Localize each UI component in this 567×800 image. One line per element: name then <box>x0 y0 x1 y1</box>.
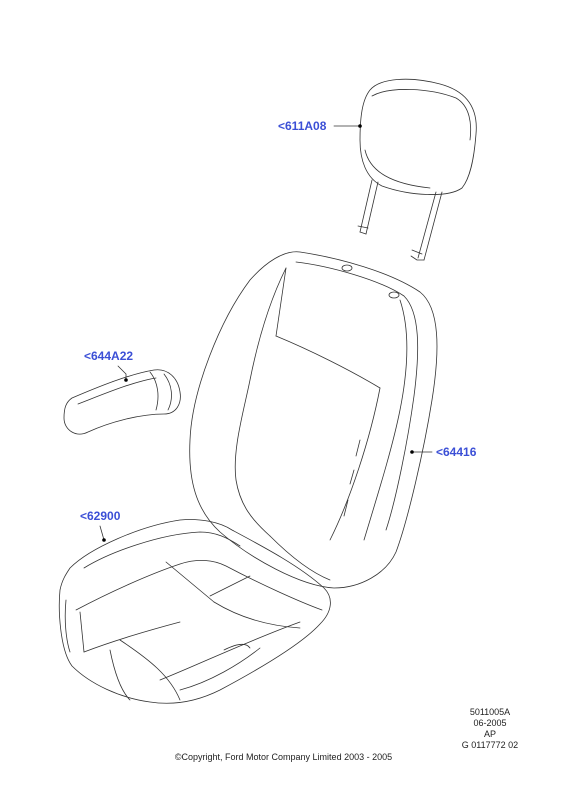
headrest-drawing <box>357 78 477 261</box>
leader-lines <box>99 125 433 541</box>
armrest-part-link[interactable]: <644A22 <box>84 349 134 363</box>
illustration-date: 06-2005 <box>473 718 507 728</box>
illustration-metadata: 5011005A 06-2005 AP G 0117772 02 <box>430 707 550 751</box>
headrest-part-link[interactable]: <611A08 <box>278 119 327 133</box>
illustration-ap: AP <box>483 729 496 739</box>
copyright-notice: ©Copyright, Ford Motor Company Limited 2… <box>174 752 393 762</box>
seat-back-drawing <box>189 251 438 589</box>
illustration-ref: G 0117772 02 <box>461 740 519 750</box>
seat-back-cover-part-link[interactable]: <64416 <box>436 445 477 459</box>
armrest-drawing <box>63 369 181 435</box>
seat-cushion-cover-part-link[interactable]: <62900 <box>80 509 121 523</box>
seat-cushion-drawing <box>58 519 331 704</box>
illustration-code: 5011005A <box>469 707 511 717</box>
leader-dots <box>102 124 414 542</box>
